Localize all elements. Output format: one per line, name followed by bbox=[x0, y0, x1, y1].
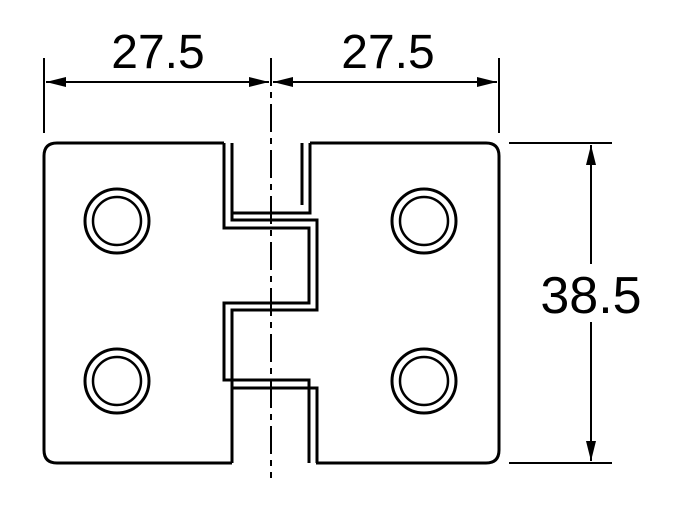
screw-hole-bottom-right bbox=[390, 347, 458, 415]
left-knuckle-inner bbox=[230, 143, 319, 463]
hinge-knuckles bbox=[222, 143, 319, 463]
dim-label-height-bg bbox=[526, 264, 656, 322]
left-knuckle-outer bbox=[222, 143, 311, 463]
hinge-plates bbox=[42, 141, 501, 465]
dim-label-height: 38.5 bbox=[540, 267, 641, 325]
right-leaf-outline bbox=[310, 141, 501, 465]
left-leaf-outline bbox=[42, 141, 232, 465]
dim-label-right-width: 27.5 bbox=[341, 26, 434, 79]
right-knuckle-outer bbox=[232, 143, 312, 215]
dim-label-left-width: 27.5 bbox=[111, 26, 204, 79]
screw-hole-top-right bbox=[390, 187, 458, 255]
screw-hole-bottom-left bbox=[83, 347, 151, 415]
screw-hole-top-left bbox=[83, 187, 151, 255]
extension-lines bbox=[43, 58, 612, 464]
screw-holes bbox=[83, 187, 458, 415]
